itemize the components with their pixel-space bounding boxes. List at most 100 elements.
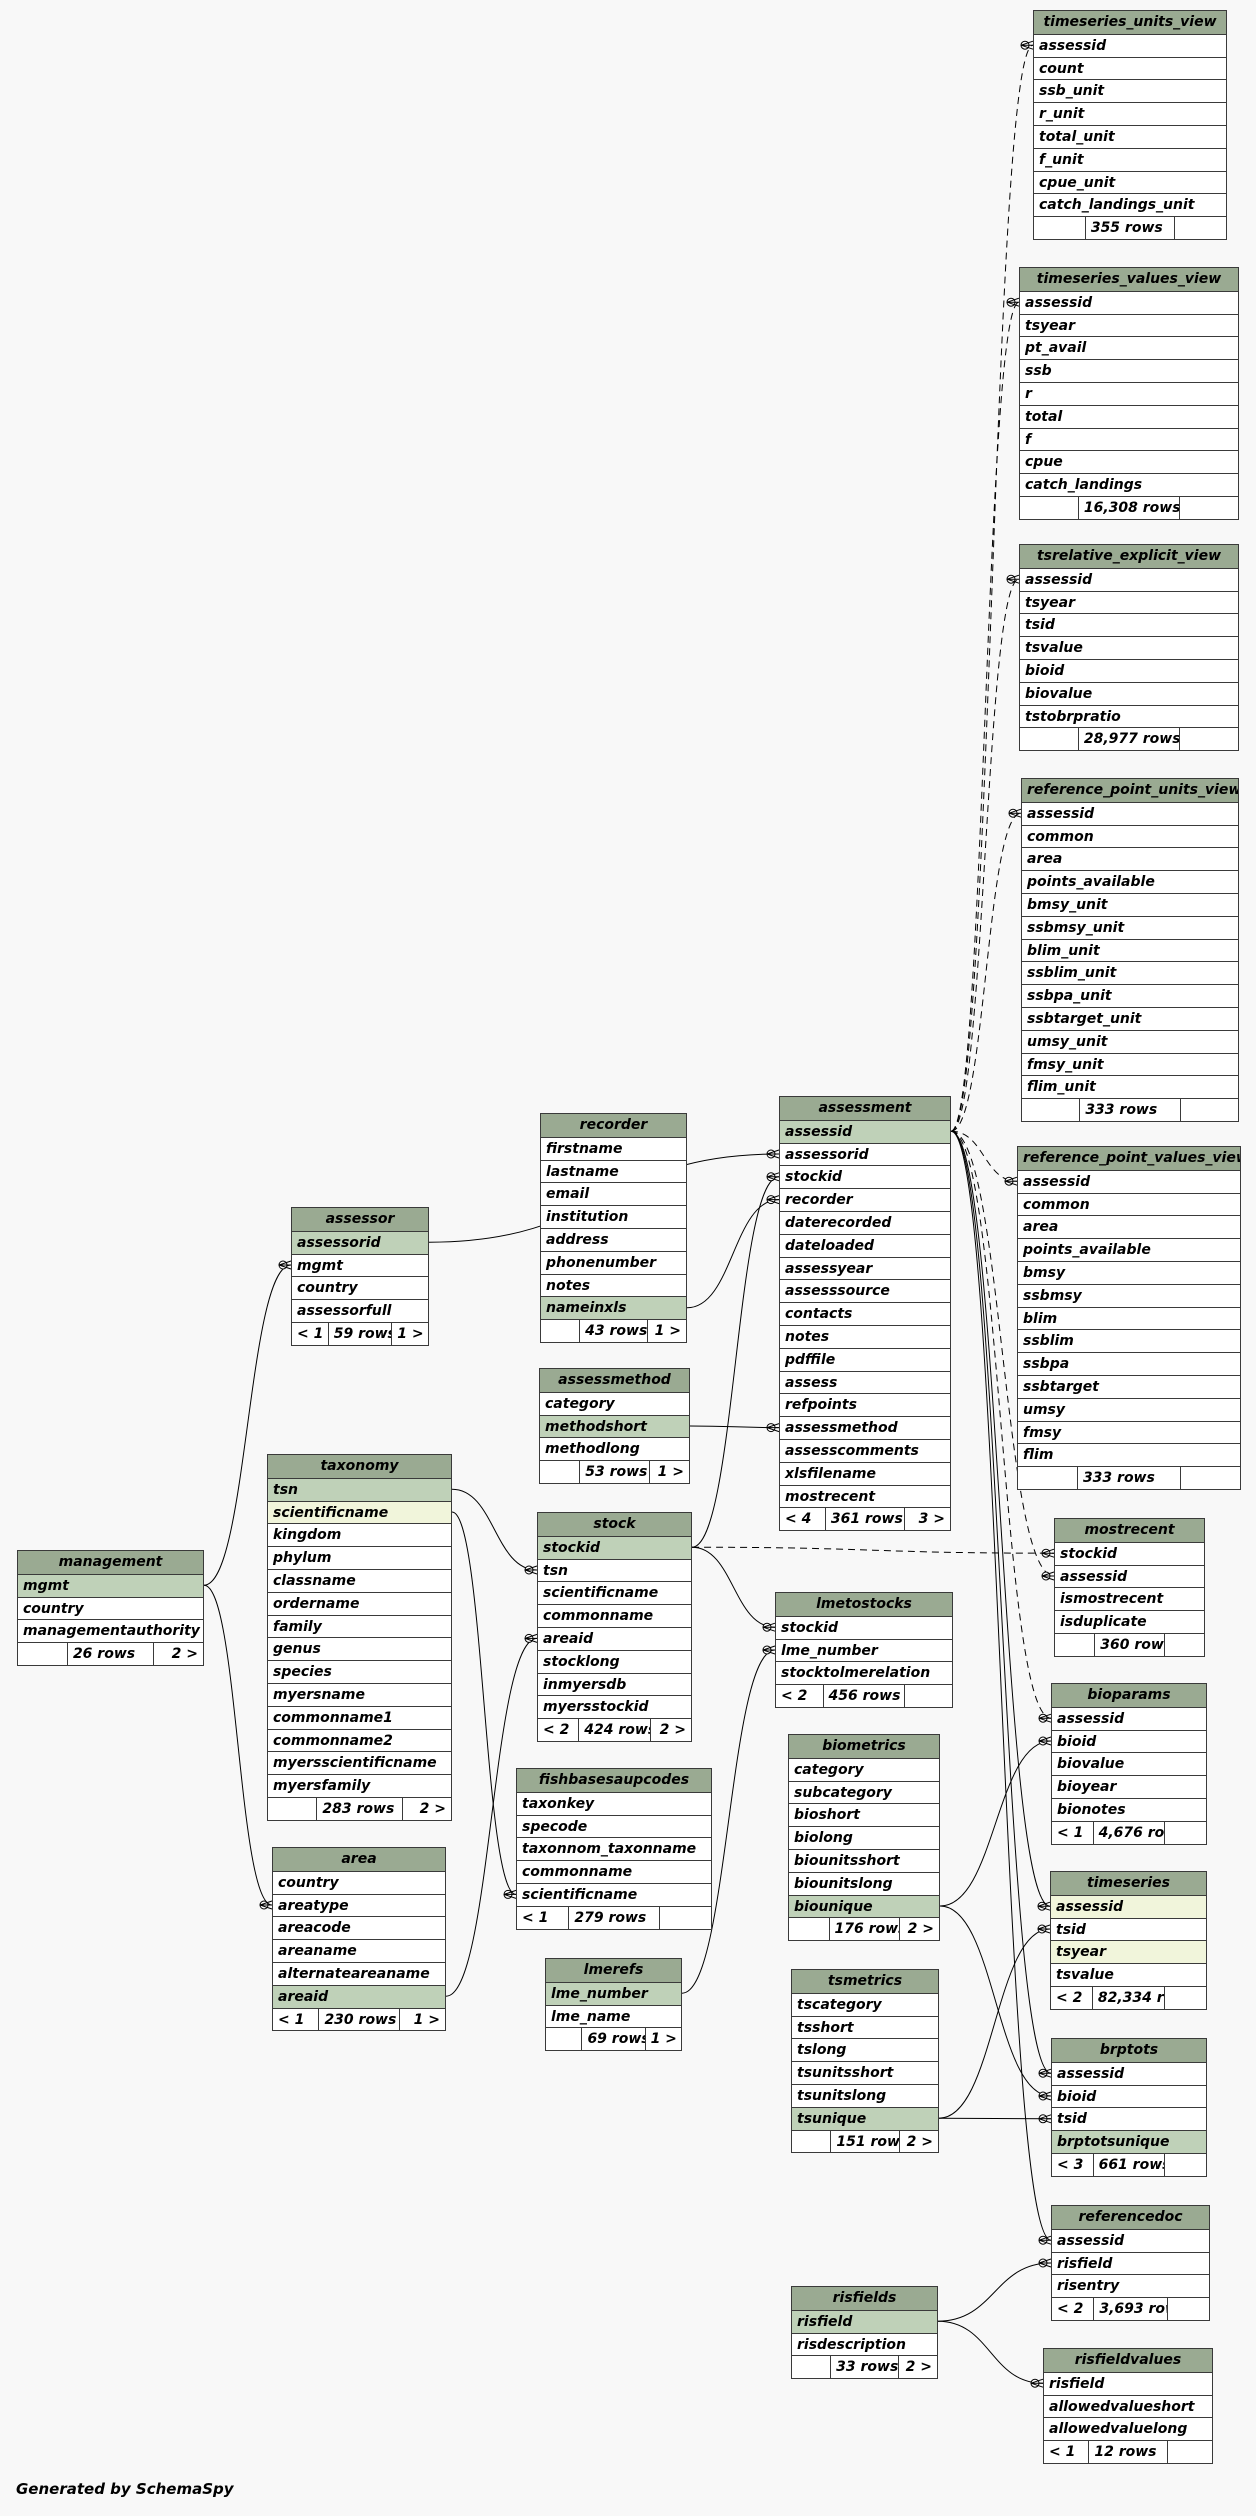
column-myersfamily: myersfamily (268, 1774, 451, 1797)
column-allowedvalueshort: allowedvalueshort (1044, 2394, 1212, 2418)
column-tscategory: tscategory (792, 1992, 938, 2016)
row-count: 53 rows (585, 1464, 648, 1481)
column-risdescription: risdescription (792, 2332, 937, 2356)
column-assessid: assessid (1034, 33, 1226, 57)
relationship-biometrics-bioparams (939, 1736, 1052, 1907)
column-assesssource: assesssource (780, 1279, 950, 1302)
column-ssbpa: ssbpa (1018, 1352, 1240, 1375)
column-assessorfull: assessorfull (292, 1299, 428, 1322)
table-header: reference_point_units_view (1022, 779, 1238, 802)
column-stocktolmerelation: stocktolmerelation (776, 1661, 952, 1684)
column-ssbmsy_unit: ssbmsy_unit (1022, 915, 1238, 939)
relationship-biometrics-brptots (939, 1905, 1052, 2101)
table-header: taxonomy (268, 1455, 451, 1478)
column-assesscomments: assesscomments (780, 1438, 950, 1462)
relationship-area-stock (445, 1633, 538, 1997)
column-isduplicate: isduplicate (1055, 1610, 1204, 1633)
relationship-management-area (203, 1584, 273, 1910)
column-risfield: risfield (792, 2309, 937, 2333)
table-header: timeseries_values_view (1020, 268, 1238, 291)
relationship-management-assessor (203, 1260, 292, 1586)
row-count: 283 rows (322, 1800, 395, 1817)
column-brptotsunique: brptotsunique (1052, 2130, 1206, 2153)
column-tslong: tslong (792, 2038, 938, 2061)
column-alternateareaname: alternateareaname (273, 1961, 445, 1985)
column-assessid: assessid (1020, 290, 1238, 314)
table-header: referencedoc (1052, 2206, 1209, 2229)
table-footer: 360 rows (1055, 1632, 1204, 1656)
column-fmsy_unit: fmsy_unit (1022, 1052, 1238, 1076)
child-count (1180, 1467, 1240, 1489)
row-count: 279 rows (574, 1909, 647, 1926)
table-footer: < 23,693 rows (1052, 2297, 1209, 2320)
row-count: 361 rows (830, 1511, 903, 1528)
column-firstname: firstname (541, 1136, 686, 1160)
table-header: recorder (541, 1114, 686, 1137)
column-ssbpa_unit: ssbpa_unit (1022, 984, 1238, 1007)
column-phylum: phylum (268, 1546, 451, 1569)
relationship-assessment-bioparams (950, 1130, 1052, 1723)
relationship-assessment-reference_point_units_view (950, 808, 1022, 1132)
relationship-recorder-assessment (686, 1195, 780, 1309)
column-assessid: assessid (1020, 567, 1238, 591)
column-xlsfilename: xlsfilename (780, 1461, 950, 1485)
column-common: common (1018, 1192, 1240, 1216)
relationship-assessment-brptots (950, 1130, 1052, 2078)
row-count: 43 rows (585, 1323, 647, 1340)
column-tsid: tsid (1051, 1917, 1206, 1941)
column-ismostrecent: ismostrecent (1055, 1587, 1204, 1610)
column-tsyear: tsyear (1020, 313, 1238, 337)
column-assessid: assessid (780, 1119, 950, 1143)
row-count: 28,977 rows (1083, 731, 1180, 748)
row-count: 424 rows (584, 1722, 650, 1739)
column-assess: assess (780, 1370, 950, 1394)
child-count (1164, 1821, 1206, 1844)
parent-count (1022, 1099, 1081, 1121)
column-notes: notes (541, 1273, 686, 1297)
column-cpue_unit: cpue_unit (1034, 170, 1226, 194)
column-blim: blim (1018, 1306, 1240, 1330)
parent-count: < 1 (273, 2008, 320, 2031)
parent-count: < 1 (1044, 2441, 1090, 2463)
column-inmyersdb: inmyersdb (538, 1672, 691, 1696)
table-header: reference_point_values_view (1018, 1147, 1240, 1170)
column-bioid: bioid (1052, 2084, 1206, 2108)
parent-count (1055, 1633, 1096, 1656)
column-mostrecent: mostrecent (780, 1484, 950, 1508)
parent-count: < 2 (1052, 2298, 1095, 2320)
relationship-assessmethod-assessment (689, 1423, 780, 1433)
child-count (904, 1685, 952, 1707)
child-count (1164, 2153, 1206, 2176)
column-genus: genus (268, 1637, 451, 1660)
column-biounitsshort: biounitsshort (789, 1848, 939, 1872)
row-count: 661 rows (1098, 2156, 1165, 2173)
row-count: 176 rows (834, 1921, 899, 1938)
parent-count (18, 1643, 68, 1665)
column-tsid: tsid (1020, 613, 1238, 636)
column-commonname1: commonname1 (268, 1705, 451, 1729)
relationship-lmerefs-lmetostocks (681, 1645, 776, 1994)
column-bioid: bioid (1052, 1729, 1206, 1753)
relationship-tsmetrics-timeseries (938, 1924, 1051, 2119)
parent-count: < 2 (538, 1719, 580, 1741)
column-points_available: points_available (1022, 870, 1238, 893)
column-biovalue: biovalue (1052, 1752, 1206, 1775)
column-biounique: biounique (789, 1894, 939, 1918)
column-tsunitsshort: tsunitsshort (792, 2061, 938, 2084)
parent-count (1020, 728, 1079, 751)
column-bioid: bioid (1020, 658, 1238, 682)
child-count: 2 > (153, 1643, 203, 1665)
